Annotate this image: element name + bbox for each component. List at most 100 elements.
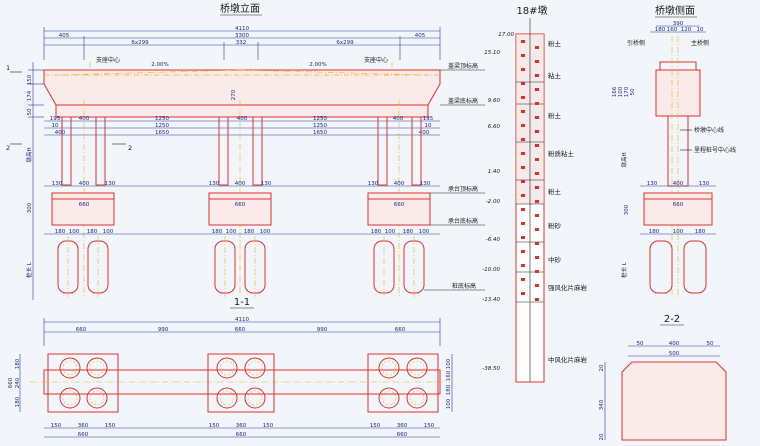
sample-mark: [521, 278, 525, 281]
pile-rebar-circle: [247, 390, 263, 406]
svg-text:墩高H: 墩高H: [620, 152, 628, 167]
dim-edge-right: 405: [415, 33, 426, 39]
svg-text:990: 990: [317, 327, 328, 333]
svg-text:660: 660: [235, 202, 246, 208]
svg-text:660: 660: [76, 327, 87, 333]
pile-rebar-circle: [409, 390, 425, 406]
svg-text:-6.40: -6.40: [486, 237, 501, 243]
svg-text:1250: 1250: [155, 116, 169, 122]
sample-mark: [535, 144, 539, 147]
sec22-title: 2-2: [664, 314, 680, 325]
pile-circle: [244, 387, 266, 409]
sample-mark: [535, 228, 539, 231]
svg-text:360: 360: [236, 423, 247, 429]
svg-text:100: 100: [419, 229, 430, 235]
cap-beam: 2.00% 2.00% 支座中心 支座中心: [43, 56, 441, 106]
svg-text:4110: 4110: [235, 317, 249, 323]
svg-text:130: 130: [699, 181, 710, 187]
sample-mark: [535, 214, 539, 217]
svg-text:180: 180: [15, 396, 21, 407]
pile-circle: [406, 357, 428, 379]
pile-rebar-circle: [89, 360, 105, 376]
section-mark-2-right: 2: [128, 144, 132, 152]
svg-text:150: 150: [263, 423, 274, 429]
pile-rebar-circle: [219, 390, 235, 406]
svg-text:150: 150: [424, 423, 435, 429]
dim-sub: 3300: [235, 33, 249, 39]
svg-text:-38.50: -38.50: [482, 366, 500, 372]
svg-text:660: 660: [394, 202, 405, 208]
svg-text:100: 100: [69, 229, 80, 235]
svg-text:180: 180: [649, 229, 660, 235]
side-view: 引桥侧 主桥侧 390 180 160 120 10 166 100 170 5…: [612, 21, 736, 298]
svg-text:100: 100: [103, 229, 114, 235]
pier-group-middle: [208, 100, 272, 298]
dim-h2: 174: [27, 90, 33, 101]
svg-text:150: 150: [51, 423, 62, 429]
elevation-title: 桥墩立面: [220, 2, 260, 15]
slope-left: 2.00%: [151, 62, 168, 68]
sample-mark: [535, 46, 539, 49]
svg-text:360: 360: [397, 423, 408, 429]
svg-text:1.40: 1.40: [488, 169, 501, 175]
side-title: 桥墩侧面: [655, 4, 695, 17]
svg-text:180: 180: [655, 27, 666, 33]
dim-cap-height: 300: [27, 202, 33, 213]
svg-text:1250: 1250: [155, 123, 169, 129]
svg-text:10: 10: [52, 123, 59, 129]
svg-text:1650: 1650: [155, 130, 169, 136]
sample-mark: [535, 186, 539, 189]
sample-mark: [535, 60, 539, 63]
sample-mark: [521, 194, 525, 197]
svg-text:130: 130: [209, 181, 220, 187]
slope-right: 2.00%: [309, 62, 326, 68]
pile-circle: [86, 387, 108, 409]
pile-rebar-circle: [409, 360, 425, 376]
svg-text:100: 100: [446, 358, 452, 369]
sample-mark: [535, 88, 539, 91]
pile-rebar-circle: [219, 360, 235, 376]
sample-mark: [521, 166, 525, 169]
sample-mark: [521, 54, 525, 57]
svg-text:400: 400: [394, 181, 405, 187]
pile-circle: [216, 357, 238, 379]
svg-text:9.60: 9.60: [488, 98, 501, 104]
sample-mark: [521, 96, 525, 99]
svg-text:桩长 L: 桩长 L: [620, 261, 628, 278]
svg-text:170: 170: [624, 86, 630, 97]
sample-mark: [521, 236, 525, 239]
side-right-label: 主桥侧: [691, 39, 709, 47]
svg-text:660: 660: [78, 432, 89, 438]
svg-text:1650: 1650: [313, 130, 327, 136]
svg-text:660: 660: [8, 377, 14, 388]
dim-mid-height: 270: [231, 89, 237, 100]
svg-text:660: 660: [397, 432, 408, 438]
plan-view: 4110 660 990 660 990 660 660 180 240 180…: [8, 317, 453, 438]
svg-text:10: 10: [425, 123, 432, 129]
label-cap-bottom: 盖梁底标高: [448, 97, 478, 105]
svg-text:660: 660: [79, 202, 90, 208]
sample-mark: [521, 250, 525, 253]
dim-span-right: 6x299: [336, 40, 354, 46]
svg-text:400: 400: [393, 116, 404, 122]
elevation-left-dims: 150 174 50 墩高H 300 桩长 L 270: [25, 62, 237, 300]
svg-text:130: 130: [647, 181, 658, 187]
sample-mark: [521, 208, 525, 211]
sample-mark: [535, 270, 539, 273]
svg-text:-2.00: -2.00: [486, 199, 501, 205]
svg-text:1250: 1250: [313, 116, 327, 122]
sample-mark: [521, 264, 525, 267]
pier-group-left: [51, 100, 115, 298]
pile-circle: [59, 357, 81, 379]
svg-text:100: 100: [226, 229, 237, 235]
svg-text:15.10: 15.10: [484, 50, 500, 56]
dim-h3: 50: [27, 108, 33, 115]
pile-circle: [59, 387, 81, 409]
section-mark-2-left: 2: [6, 144, 10, 152]
svg-text:400: 400: [55, 130, 66, 136]
svg-text:195: 195: [50, 116, 61, 122]
side-left-label: 引桥侧: [627, 39, 645, 47]
svg-text:240: 240: [15, 377, 21, 388]
dim-pile-length: 桩长 L: [25, 261, 33, 278]
